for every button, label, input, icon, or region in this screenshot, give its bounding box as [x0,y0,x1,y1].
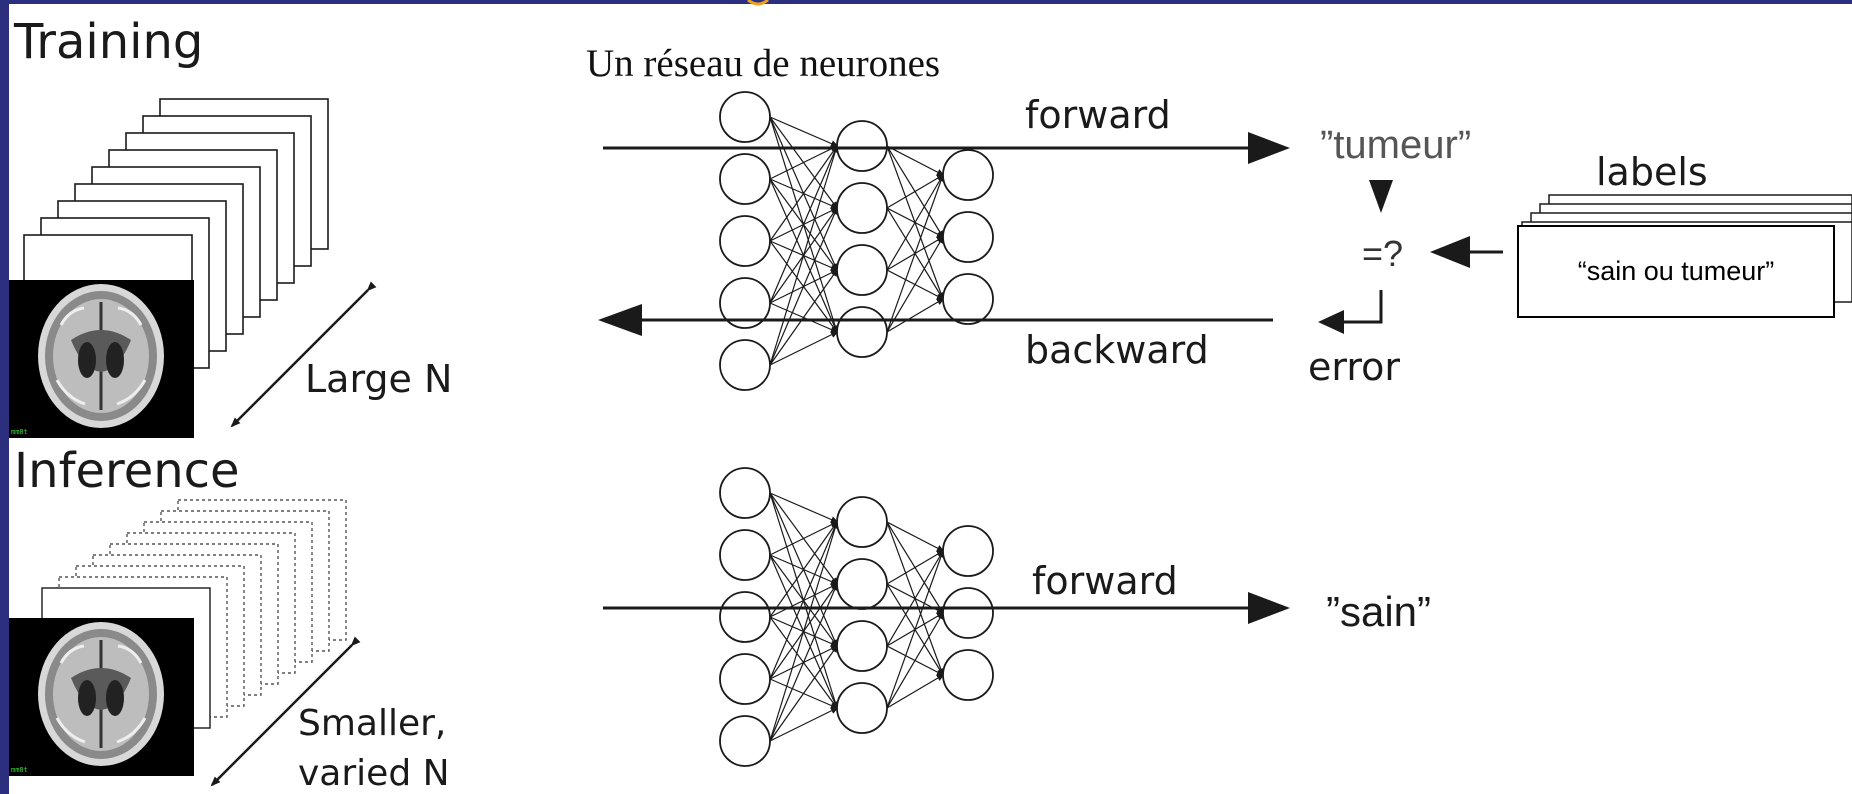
neuron-node [719,339,771,391]
training-mri-image: mm8t [9,280,194,438]
network-connection [769,520,839,618]
inference-neural-network [719,467,994,767]
labels-heading: labels [1596,150,1708,194]
network-connection [769,144,839,366]
training-neural-network [719,91,994,391]
network-connection [886,673,945,709]
neuron-node [719,591,771,643]
training-output-text: ”tumeur” [1320,123,1471,167]
network-connection [769,144,838,304]
neuron-node [942,149,994,201]
neuron-node [836,306,888,358]
network-connection [886,549,945,647]
network-connection [769,145,839,180]
neuron-node [942,587,994,639]
network-connection [886,521,945,552]
mri-tag: mm8t [11,428,28,436]
neuron-node [942,525,994,577]
forward-arrowhead-inference [1248,592,1290,624]
network-connection [886,145,945,176]
neuron-node [719,467,771,519]
inference-heading: Inference [14,443,240,499]
network-connection [886,297,945,333]
network-connection [769,331,839,366]
error-elbow-line [1336,290,1383,324]
forward-arrowhead-training [1248,132,1290,164]
network-connection [769,520,838,680]
network-connection [886,173,945,209]
network-connection [769,644,839,742]
network-connection [886,611,945,709]
labels-arrowhead [1430,236,1470,268]
error-label: error [1308,345,1400,389]
forward-label-inference: forward [1032,559,1178,603]
large-n-arrow [230,281,377,428]
neuron-node [836,496,888,548]
network-connection [769,492,839,523]
error-arrowhead [1318,310,1344,334]
neuron-node [836,120,888,172]
inference-mri-image: mm8t [9,618,194,776]
backward-label: backward [1025,328,1209,372]
network-connection [886,549,945,709]
down-triangle-arrow [1369,180,1393,213]
network-connection [769,707,839,742]
brain-scan-graphic [38,622,164,766]
label-card-text: “sain ou tumeur” [1519,227,1833,316]
backward-arrowhead [598,304,642,336]
network-connection [769,521,839,556]
network-connection [769,116,839,147]
smaller-n-label-line2: varied N [298,753,450,794]
brain-scan-graphic [38,284,164,428]
slide-top-border [0,0,1852,4]
network-connection [886,235,945,333]
neuron-node [836,182,888,234]
network-caption: Un réseau de neurones [586,42,940,85]
mri-tag: mm8t [11,766,28,774]
compare-symbol: =? [1362,233,1403,274]
neuron-node [719,715,771,767]
network-connection [769,520,839,742]
inference-output-text: ”sain” [1326,588,1431,635]
neuron-node [719,91,771,143]
network-connection [886,173,945,333]
neuron-node [719,215,771,267]
network-connection [769,268,839,366]
neuron-node [719,277,771,329]
training-heading: Training [13,14,203,70]
large-n-label: Large N [305,357,452,401]
neuron-node [836,558,888,610]
smaller-n-arrow [210,636,361,787]
neuron-node [942,211,994,263]
smaller-n-label-line1: Smaller, [298,703,446,744]
title-accent-mark [747,0,769,6]
neuron-node [836,244,888,296]
slide-left-border [0,0,9,794]
neuron-node [719,153,771,205]
neuron-node [942,649,994,701]
network-connection [886,173,945,271]
network-connection [769,206,838,366]
network-connection [769,582,838,742]
network-connection [769,144,839,242]
network-connection [886,549,945,585]
neuron-node [836,682,888,734]
neuron-node [942,273,994,325]
neuron-node [719,529,771,581]
neuron-node [719,653,771,705]
neuron-node [836,620,888,672]
forward-label-training: forward [1025,93,1171,137]
